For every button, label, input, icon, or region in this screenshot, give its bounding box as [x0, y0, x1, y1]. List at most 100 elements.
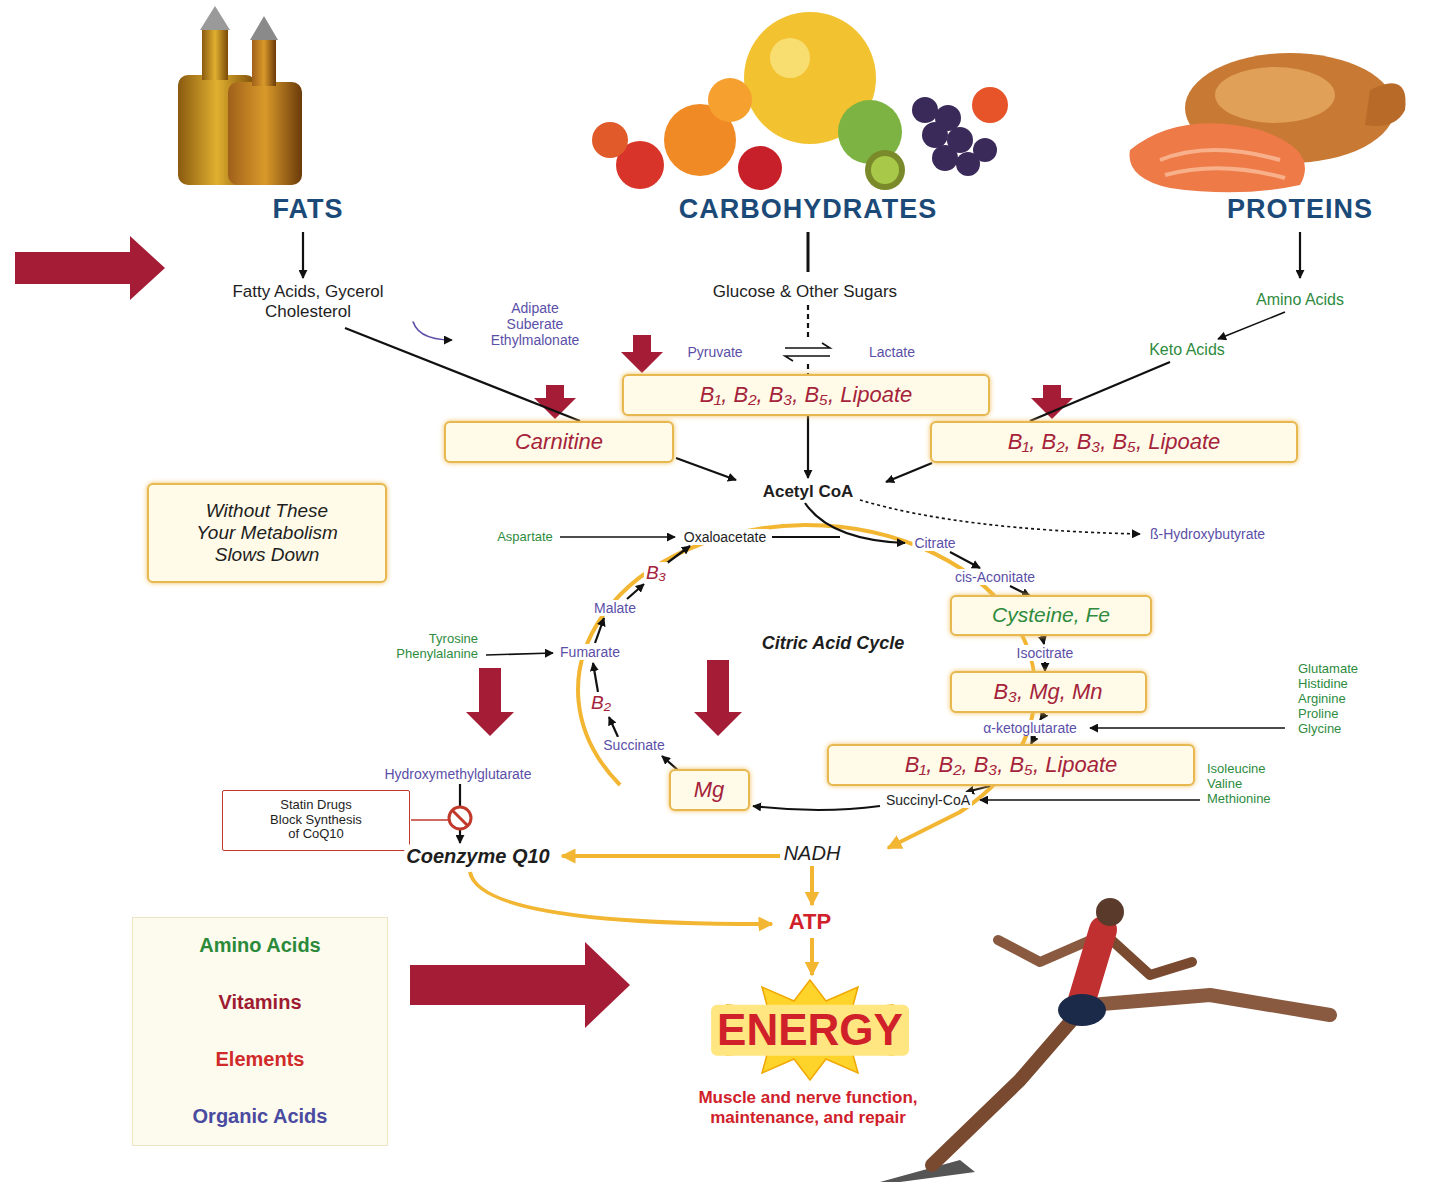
oil-bottles: [178, 6, 302, 185]
cofactor-box: B₁, B₂, B₃, B₅, Lipoate: [930, 421, 1298, 463]
highlight: [770, 38, 810, 78]
peach: [708, 78, 752, 122]
box-text: Carnitine: [515, 429, 603, 454]
metabolite-label: B₂: [589, 692, 613, 714]
box-text: B₃, Mg, Mn: [994, 679, 1103, 704]
cofactor-box: B₁, B₂, B₃, B₅, Lipoate: [622, 374, 990, 416]
flow-line: [807, 364, 809, 374]
pointer-arrow: [410, 942, 630, 1028]
runner-shirt: [1082, 930, 1103, 1000]
runner-shorts: [1058, 994, 1106, 1026]
fruit: [592, 122, 628, 158]
kiwi-flesh: [871, 156, 899, 184]
cycle-arrow: [1031, 736, 1035, 744]
key-entry: Elements: [216, 1048, 305, 1071]
pointer-arrow: [466, 668, 514, 736]
cycle-arrow: [1044, 662, 1046, 671]
energy-arrow: [810, 938, 814, 975]
metabolite-label: Oxaloacetate: [682, 529, 769, 545]
metabolite-label: Aspartate: [495, 530, 555, 545]
key-entry: Vitamins: [219, 991, 302, 1014]
runner-leg: [932, 1005, 1085, 1165]
strawberry: [738, 146, 782, 190]
equilibrium-arrow: [785, 343, 830, 348]
protein-foods: [1130, 53, 1406, 192]
flow-arrow: [302, 232, 304, 278]
food-group-heading: FATS: [271, 194, 346, 225]
pointer-arrow: [534, 385, 576, 419]
runner-arm: [1106, 935, 1192, 975]
box-text: B₁, B₂, B₃, B₅, Lipoate: [905, 752, 1118, 777]
metabolite-label: Succinyl-CoA: [884, 792, 972, 808]
metabolite-label: Citrate: [912, 535, 957, 551]
key-entry: Organic Acids: [193, 1105, 328, 1128]
cycle-title: Citric Acid Cycle: [760, 633, 906, 654]
pointer-arrow: [1031, 385, 1073, 419]
metabolite-label: Isoleucine Valine Methionine: [1205, 762, 1273, 807]
bottle-neck: [202, 28, 228, 80]
metabolite-label: α-ketoglutarate: [981, 720, 1079, 736]
box-text: Statin Drugs Block Synthesis of CoQ10: [266, 798, 366, 843]
dotted-arrow: [860, 500, 1140, 534]
metabolite-label: Amino Acids: [1254, 291, 1346, 309]
pointer-arrow: [621, 335, 663, 373]
flow-arrow: [1299, 232, 1301, 278]
drumstick: [1365, 83, 1406, 126]
energy-arrow: [562, 854, 780, 858]
cofactor-box: Cysteine, Fe: [950, 595, 1152, 636]
salmon-steak: [1130, 123, 1306, 192]
feed-arrow: [1090, 727, 1285, 729]
box-text: Mg: [694, 777, 725, 802]
metabolite-label: Pyruvate: [685, 344, 744, 360]
caption-note: Muscle and nerve function, maintenance, …: [656, 1088, 960, 1127]
energy-arrow: [470, 872, 772, 924]
note-box: Without These Your Metabolism Slows Down: [147, 483, 387, 583]
metabolite-label: Acetyl CoA: [761, 482, 856, 502]
equilibrium-arrow: [785, 356, 830, 361]
metabolite-label: cis-Aconitate: [953, 569, 1037, 585]
cycle-line: [772, 536, 840, 538]
energy-arrows: [470, 856, 812, 975]
fruit: [972, 87, 1008, 123]
metabolite-label: B₃: [644, 562, 668, 584]
cycle-arrow: [667, 546, 690, 563]
feed-arrow: [560, 536, 675, 538]
annotation-arrows: [15, 236, 1073, 1028]
flow-arrow: [807, 416, 809, 478]
metabolite-label: Adipate Suberate Ethylmalonate: [489, 300, 582, 348]
bottle-cap: [250, 16, 278, 40]
bottle-cap: [200, 6, 230, 30]
key-entry: Amino Acids: [199, 934, 321, 957]
metabolite-label: Hydroxymethylglutarate: [382, 766, 533, 782]
fruit-pile: [592, 12, 1008, 190]
flow-line: [1030, 362, 1170, 421]
box-text: B₁, B₂, B₃, B₅, Lipoate: [1008, 429, 1221, 454]
metabolite-label: Keto Acids: [1147, 341, 1227, 359]
cofactor-box: B₃, Mg, Mn: [950, 671, 1147, 713]
box-text: Cysteine, Fe: [992, 603, 1110, 627]
box-text: Without These Your Metabolism Slows Down: [185, 500, 350, 566]
cycle-arrow: [753, 806, 880, 810]
cycle-arrow: [950, 552, 980, 568]
bottle-neck: [252, 38, 276, 86]
block-symbol: [452, 810, 468, 826]
metabolite-label: Fatty Acids, Gycerol Cholesterol: [196, 282, 420, 321]
metabolite-label: Succinate: [601, 737, 666, 753]
metabolite-label: Lactate: [867, 344, 917, 360]
bottle: [228, 82, 302, 185]
block-symbol: [449, 807, 471, 829]
pointer-arrow: [694, 660, 742, 736]
highlight: [1215, 67, 1335, 123]
metabolite-label: Fumarate: [558, 644, 622, 660]
metabolite-label: Coenzyme Q10: [404, 845, 551, 868]
box-text: B₁, B₂, B₃, B₅, Lipoate: [700, 382, 913, 407]
food-group-heading: CARBOHYDRATES: [677, 194, 940, 225]
runner-leg: [1090, 995, 1330, 1015]
feed-arrow: [486, 653, 553, 655]
block-line: [411, 819, 448, 821]
energy-heading: ENERGY: [711, 1005, 909, 1056]
energy-arrow: [810, 866, 814, 905]
cofactor-box: Mg: [669, 769, 750, 811]
metabolite-label: NADH: [782, 842, 843, 865]
cofactor-box: Carnitine: [444, 421, 674, 463]
